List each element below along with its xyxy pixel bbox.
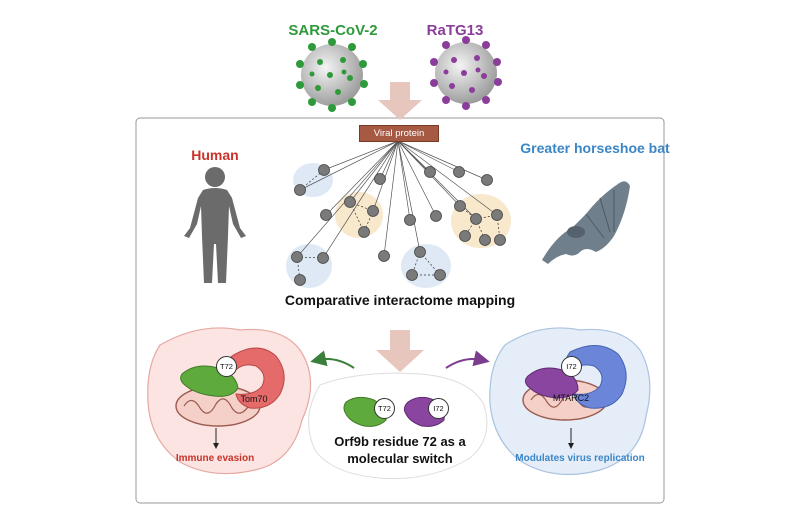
down-arrow-middle-icon xyxy=(376,330,424,372)
immune-evasion-label: Immune evasion xyxy=(175,453,255,464)
bat-label: Greater horseshoe bat xyxy=(520,140,670,156)
sars-cov-2-virion-icon xyxy=(296,38,368,112)
bat-silhouette-icon xyxy=(542,181,630,264)
ratg13-virion-icon xyxy=(430,36,502,110)
bat-residue-badge: I72 xyxy=(561,356,582,377)
human-silhouette-icon xyxy=(184,167,246,283)
tom70-label: Tom70 xyxy=(240,394,268,404)
human-label: Human xyxy=(191,147,239,163)
sars-cov-2-label: SARS-CoV-2 xyxy=(288,22,378,39)
center-residue-badge-left: T72 xyxy=(374,398,395,419)
modulates-replication-label: Modulates virus replication xyxy=(515,453,645,464)
viral-protein-hub-label: Viral protein xyxy=(359,125,439,142)
bat-orf9b-protein-icon xyxy=(524,367,579,399)
molecular-switch-caption: Orf9b residue 72 as a molecular switch xyxy=(334,434,466,466)
network-nodes xyxy=(291,164,506,286)
network-edges xyxy=(296,140,498,259)
arrow-to-human-icon xyxy=(310,350,355,369)
human-residue-badge: T72 xyxy=(216,356,237,377)
mtarc2-label: MTARC2 xyxy=(552,393,590,403)
interactome-caption: Comparative interactome mapping xyxy=(284,292,516,308)
arrow-to-bat-icon xyxy=(445,350,490,369)
down-arrow-top-icon xyxy=(378,82,422,120)
center-residue-badge-right: I72 xyxy=(428,398,449,419)
ratg13-label: RaTG13 xyxy=(426,22,484,39)
tom70-protein-icon xyxy=(227,347,285,409)
